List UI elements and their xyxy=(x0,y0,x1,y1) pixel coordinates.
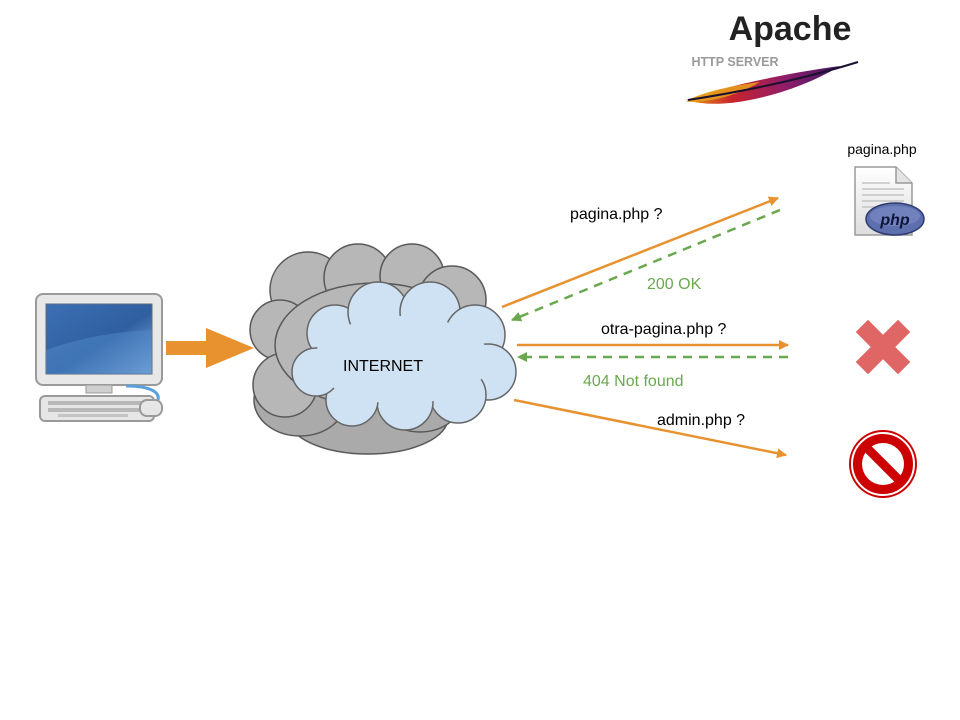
logo-subtitle: HTTP SERVER xyxy=(691,55,778,69)
request-arrow xyxy=(513,398,787,459)
request-otra-pagina: otra-pagina.php ? 404 Not found xyxy=(517,321,789,390)
cloud-front xyxy=(291,281,517,431)
logo-title: Apache xyxy=(729,10,852,48)
request-label: pagina.php ? xyxy=(570,206,663,223)
not-found-cross-icon xyxy=(854,318,912,376)
file-name: pagina.php xyxy=(847,141,917,157)
feather-icon xyxy=(686,61,859,104)
cloud-label: INTERNET xyxy=(343,358,423,375)
apache-logo: Apache HTTP SERVER xyxy=(686,10,859,104)
php-badge: php xyxy=(879,212,910,229)
client-to-internet-arrow xyxy=(166,328,254,368)
response-label: 200 OK xyxy=(647,276,702,293)
internet-cloud: INTERNET xyxy=(249,243,517,455)
php-file-icon: pagina.php php xyxy=(847,141,925,236)
response-arrow xyxy=(511,208,781,322)
request-arrow xyxy=(501,196,779,309)
response-label: 404 Not found xyxy=(583,373,684,390)
computer-icon xyxy=(35,293,163,422)
request-pagina: pagina.php ? 200 OK xyxy=(501,196,781,322)
request-admin: admin.php ? xyxy=(513,398,787,459)
forbidden-sign-icon xyxy=(849,430,917,498)
request-label: otra-pagina.php ? xyxy=(601,321,727,338)
request-label: admin.php ? xyxy=(657,412,745,429)
